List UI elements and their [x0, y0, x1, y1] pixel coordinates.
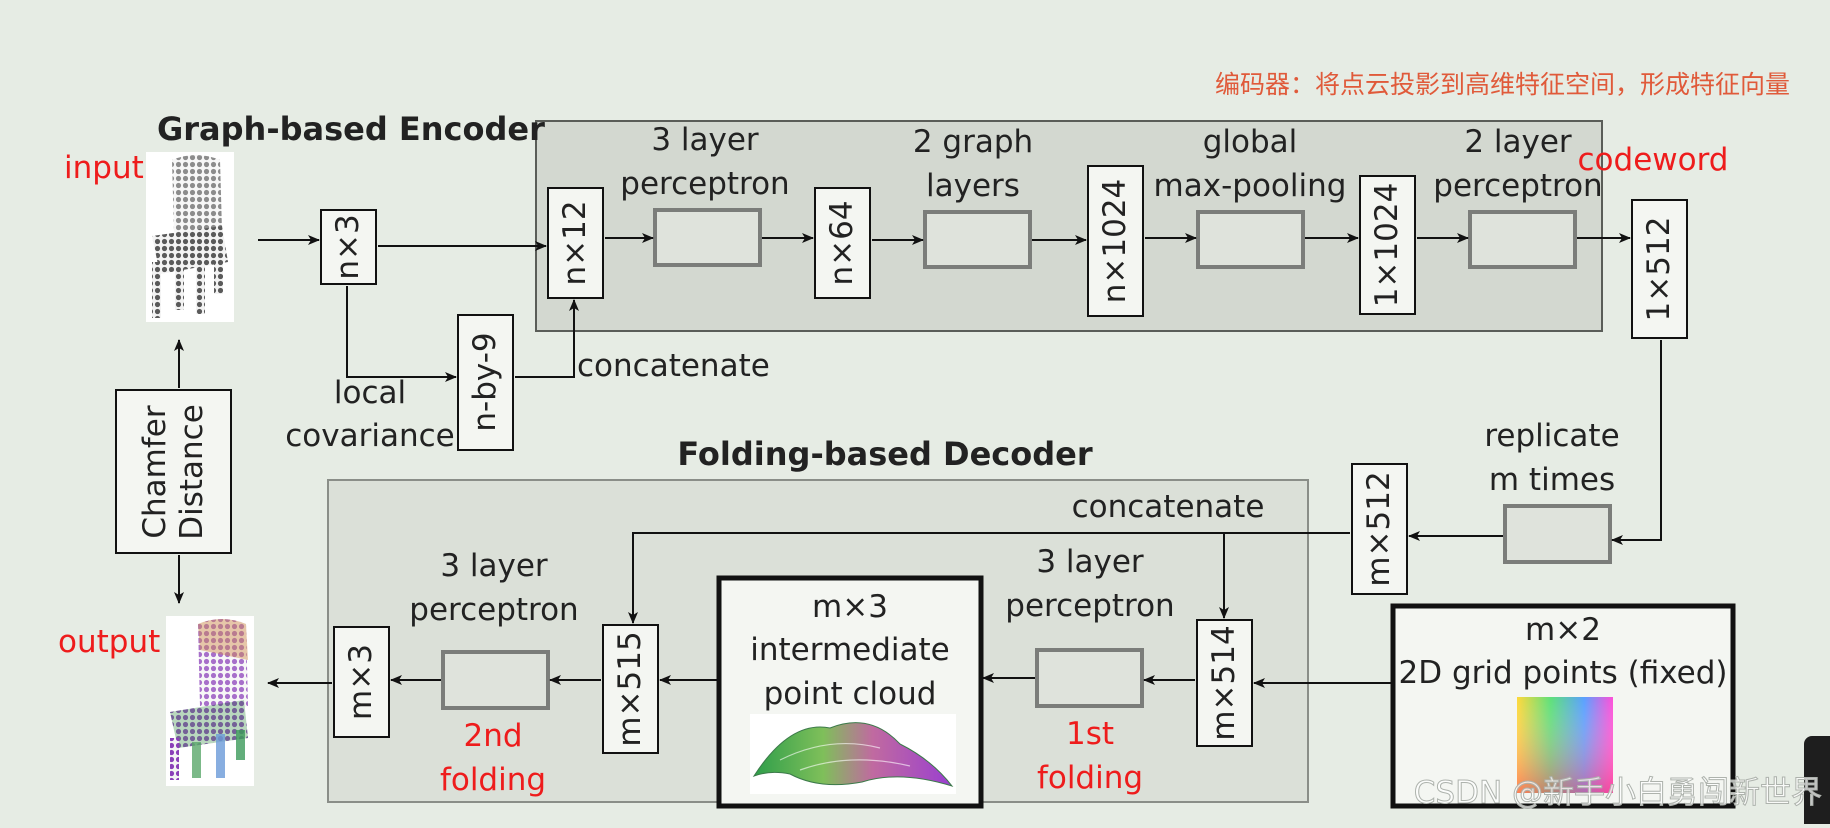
- chamfer-distance-node: [115, 389, 232, 554]
- mlp1-label-line1: 3 layer: [651, 122, 759, 158]
- mlpA-block: [1035, 648, 1144, 708]
- encoder-title: Graph-based Encoder: [157, 110, 545, 148]
- color-grid-icon: [1517, 697, 1613, 793]
- mlp2-block: [1468, 210, 1577, 269]
- intermediate-label-line2: intermediate: [750, 632, 949, 668]
- m3-text: m×3: [343, 644, 379, 720]
- codeword-node: [1631, 199, 1688, 339]
- mlpB-label-line2: perceptron: [409, 592, 578, 628]
- chair-point-cloud-output-icon: [166, 616, 254, 786]
- n12-node: [547, 187, 604, 299]
- nby9-text: n-by-9: [467, 332, 503, 431]
- v1024-node: [1359, 175, 1416, 315]
- v1024-text: 1×1024: [1369, 183, 1405, 308]
- local-covariance-line2: covariance: [285, 418, 454, 454]
- watermark: CSDN @新手小白勇闯新世界: [1414, 775, 1822, 811]
- fold2-label-line2: folding: [440, 762, 546, 798]
- mlpB-block: [441, 650, 550, 710]
- fold1-label-line1: 1st: [1066, 716, 1114, 752]
- output-label: output: [58, 624, 160, 660]
- fold2-label-line1: 2nd: [463, 718, 522, 754]
- replicate-label-line2: m times: [1489, 462, 1615, 498]
- concatenate-label-encoder: concatenate: [577, 348, 770, 384]
- intermediate-label-line1: m×3: [812, 589, 888, 625]
- mlpB-label-line1: 3 layer: [440, 548, 548, 584]
- graph-label-line1: 2 graph: [913, 124, 1033, 160]
- side-tab[interactable]: [1804, 736, 1830, 828]
- graph-block: [923, 210, 1032, 269]
- mlp1-label-line2: perceptron: [620, 166, 789, 202]
- mlp2-label-line1: 2 layer: [1464, 124, 1572, 160]
- m512-node: [1351, 463, 1408, 595]
- n64-node: [814, 187, 871, 299]
- intermediate-label-line3: point cloud: [764, 676, 937, 712]
- mlpA-label-line1: 3 layer: [1036, 544, 1144, 580]
- n1024-node: [1087, 165, 1144, 317]
- m514-text: m×514: [1206, 625, 1242, 740]
- fold1-label-line2: folding: [1037, 760, 1143, 796]
- m514-node: [1196, 619, 1253, 747]
- mlpA-label-line2: perceptron: [1005, 588, 1174, 624]
- replicate-label-line1: replicate: [1484, 418, 1619, 454]
- pool-label-line1: global: [1203, 124, 1298, 160]
- n1024-text: n×1024: [1097, 179, 1133, 304]
- folded-surface-icon: [750, 714, 956, 794]
- input-label: input: [64, 150, 144, 186]
- mlp1-block: [653, 208, 762, 267]
- nby9-node: [457, 314, 514, 451]
- chamfer-line2: Distance: [174, 404, 210, 540]
- concatenate-label-decoder: concatenate: [1072, 489, 1265, 525]
- pool-label-line2: max-pooling: [1154, 168, 1347, 204]
- m512-text: m×512: [1361, 471, 1397, 586]
- n64-text: n×64: [824, 200, 860, 285]
- grid-label-line2: 2D grid points (fixed): [1399, 655, 1728, 691]
- m515-node: [602, 624, 659, 754]
- pool-block: [1196, 210, 1305, 269]
- graph-label-line2: layers: [926, 168, 1020, 204]
- local-covariance-line1: local: [334, 375, 406, 411]
- codeword-label: codeword: [1578, 142, 1729, 178]
- m515-text: m×515: [612, 631, 648, 746]
- replicate-block: [1503, 504, 1612, 564]
- mlp2-label-line2: perceptron: [1433, 168, 1602, 204]
- codeword-text: 1×512: [1641, 217, 1677, 322]
- chair-point-cloud-input-icon: [146, 152, 234, 322]
- n3-text: n×3: [330, 214, 366, 279]
- grid-label-line1: m×2: [1525, 612, 1601, 648]
- n12-text: n×12: [557, 200, 593, 285]
- chamfer-line1: Chamfer: [137, 405, 173, 538]
- decoder-title: Folding-based Decoder: [677, 435, 1092, 473]
- encoder-annotation: 编码器：将点云投影到高维特征空间，形成特征向量: [1215, 70, 1790, 99]
- m3-node: [333, 626, 390, 738]
- n3-node: [320, 209, 377, 285]
